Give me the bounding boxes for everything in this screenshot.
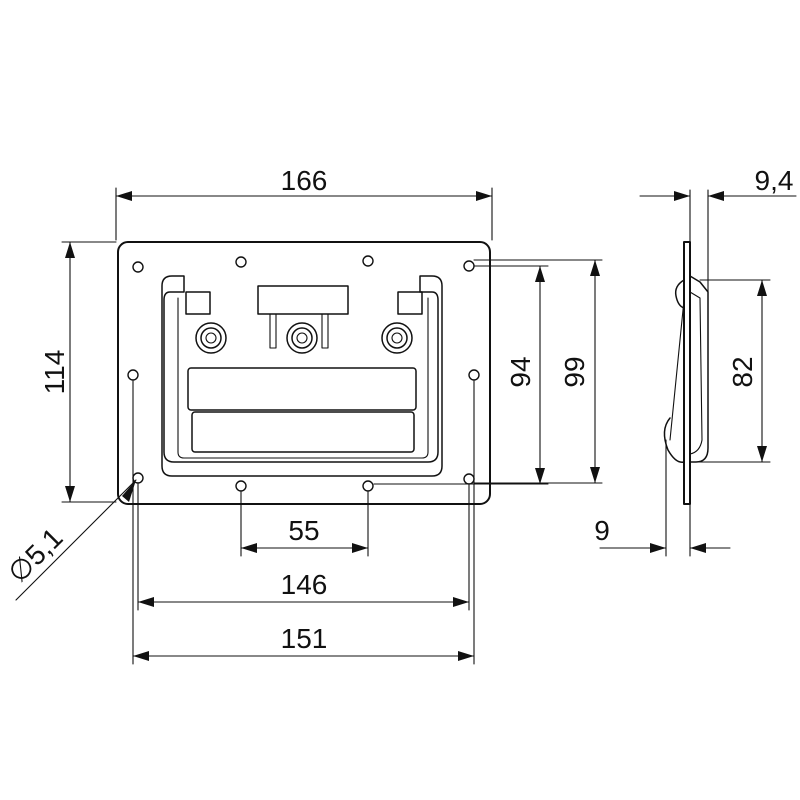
dim-146: 146 xyxy=(137,483,470,611)
dim-9: 9 xyxy=(594,439,731,557)
dim-label-151: 151 xyxy=(281,623,328,654)
hinge-bracket-right xyxy=(397,291,423,315)
center-lug-stem-left xyxy=(269,313,277,349)
dim-label-99: 99 xyxy=(559,356,590,387)
rivet-right xyxy=(381,322,413,354)
dim-label-diameter: ∅5,1 xyxy=(2,522,69,589)
mounting-hole xyxy=(132,261,144,273)
dim-label-114: 114 xyxy=(39,350,70,395)
mounting-plate-outline xyxy=(117,241,491,505)
dim-label-146: 146 xyxy=(281,569,328,600)
rivet-left xyxy=(195,322,227,354)
dim-label-55: 55 xyxy=(288,515,319,546)
front-view xyxy=(117,241,491,505)
rivet-center xyxy=(286,322,318,354)
mounting-hole xyxy=(235,256,247,268)
side-dimensions: 9,4 82 9 xyxy=(594,165,797,557)
handle-grip-upper xyxy=(187,367,417,411)
dim-label-9: 9 xyxy=(594,515,610,546)
handle-grip-lower xyxy=(191,411,415,453)
dim-82: 82 xyxy=(695,279,771,463)
side-view xyxy=(663,241,709,505)
dim-label-94: 94 xyxy=(505,356,536,387)
dim-9-4: 9,4 xyxy=(639,165,797,293)
front-dimensions: 166 114 94 99 xyxy=(2,165,603,665)
mounting-hole xyxy=(468,369,480,381)
dim-99: 99 xyxy=(473,259,603,484)
dim-114: 114 xyxy=(39,241,117,503)
dim-94: 94 xyxy=(373,265,549,485)
dim-151: 151 xyxy=(132,380,475,665)
side-recess-profile xyxy=(689,275,709,463)
mounting-hole xyxy=(463,260,475,272)
dim-label-166: 166 xyxy=(281,165,328,196)
mounting-hole xyxy=(463,473,475,485)
dim-166: 166 xyxy=(115,165,493,241)
center-lug-stem-right xyxy=(321,313,329,349)
side-recess-inner xyxy=(689,291,703,455)
recess-pocket-outline xyxy=(161,275,443,477)
mounting-hole xyxy=(362,255,374,267)
hinge-bracket-left xyxy=(185,291,211,315)
center-lug xyxy=(257,285,349,315)
recess-inner-wall xyxy=(177,297,429,459)
side-handle-hinge xyxy=(674,279,685,309)
dim-55: 55 xyxy=(240,491,369,557)
dim-label-9-4: 9,4 xyxy=(755,165,794,196)
side-handle-arm xyxy=(669,299,685,441)
mounting-hole xyxy=(127,369,139,381)
dim-label-82: 82 xyxy=(727,356,758,387)
side-plate xyxy=(683,241,691,505)
mounting-hole xyxy=(362,480,374,492)
mounting-hole xyxy=(235,480,247,492)
side-handle-grip xyxy=(663,417,685,463)
